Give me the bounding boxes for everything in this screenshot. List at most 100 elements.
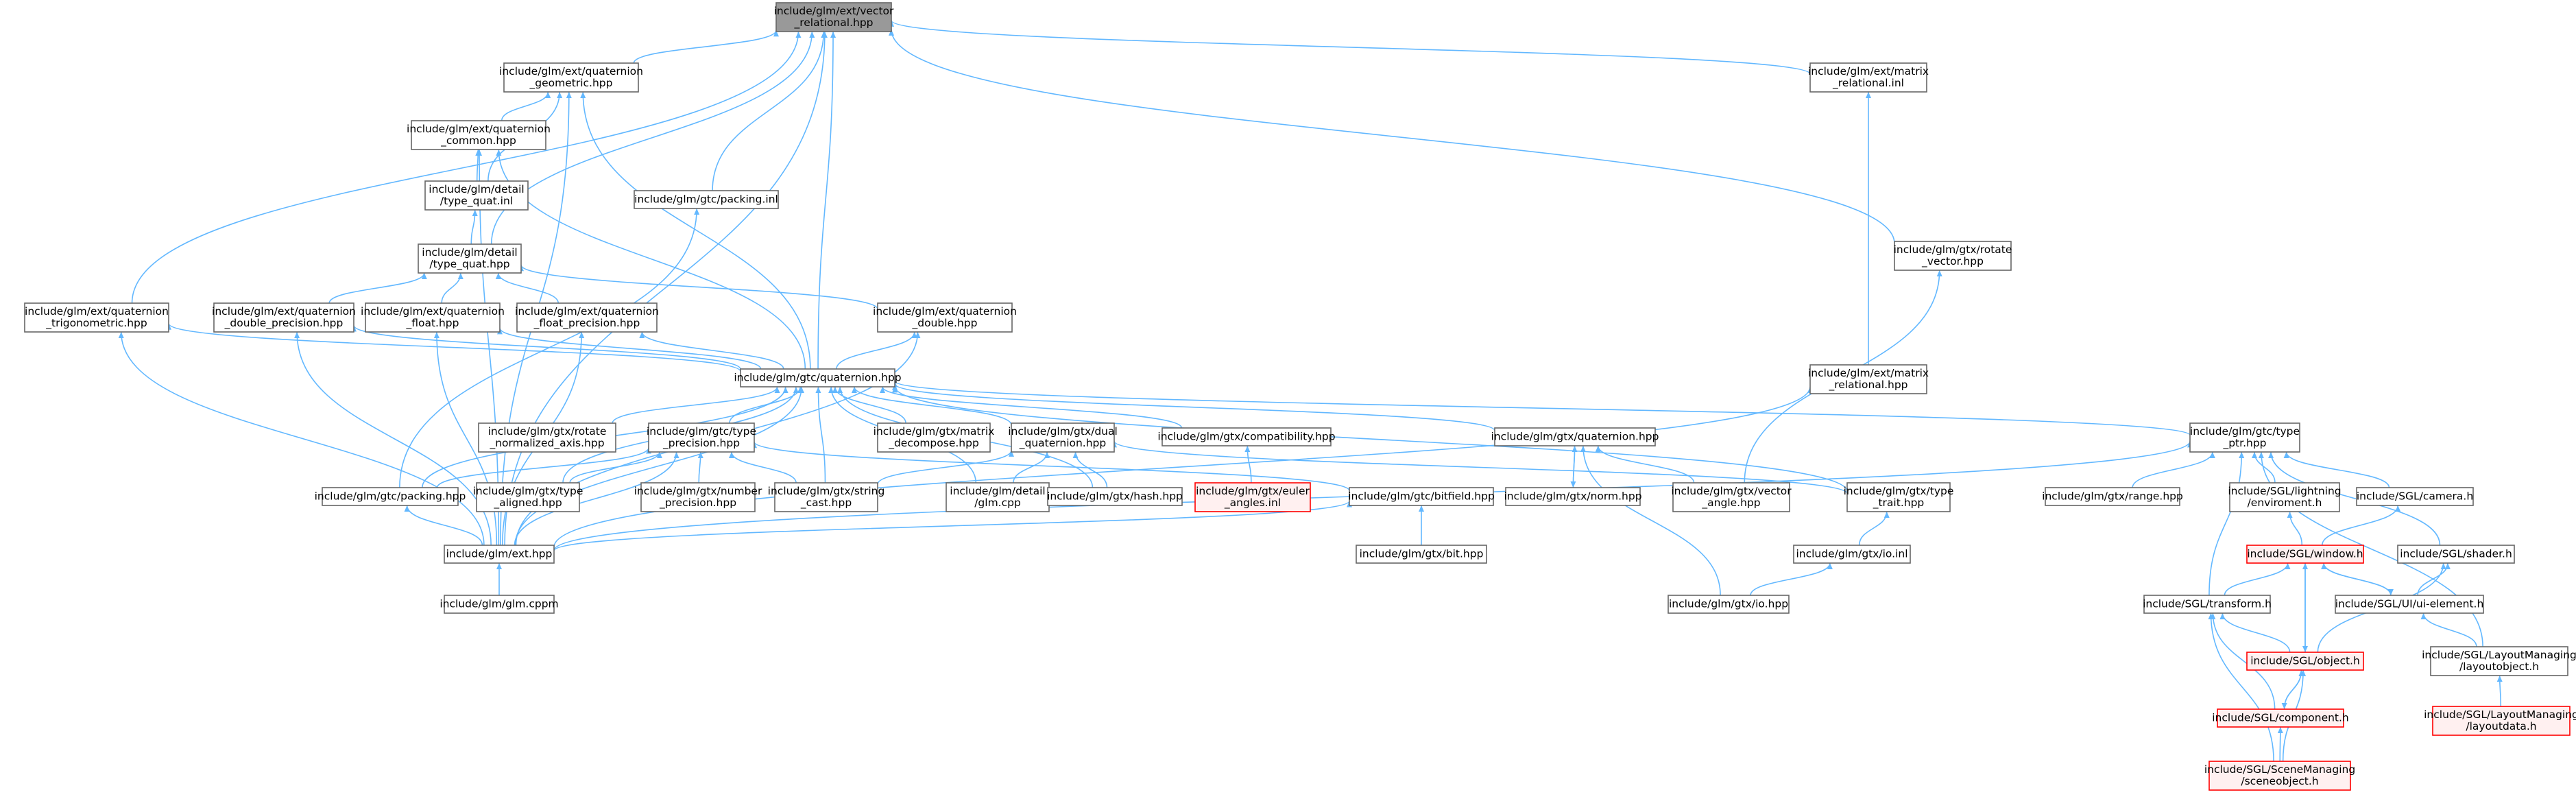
graph-node-quat_trig[interactable]: include/glm/ext/quaternion_trigonometric…	[24, 302, 169, 333]
node-box	[946, 482, 1050, 512]
dependency-edge-ext_hpp-to-quat_trig	[118, 331, 485, 546]
graph-node-type_quat_hpp[interactable]: include/glm/detail/type_quat.hpp	[418, 243, 522, 274]
graph-node-gtx_bit[interactable]: include/glm/gtx/bit.hpp	[1356, 545, 1487, 564]
dependency-edge-hash-to-dual_quaternion	[1072, 451, 1108, 488]
dependency-edge-type_quat_inl-to-quat_common	[475, 149, 481, 182]
graph-node-quat_geometric[interactable]: include/glm/ext/quaternion_geometric.hpp	[499, 62, 643, 93]
dependency-edge-layoutdata-to-layoutobject	[2496, 675, 2503, 707]
node-label: include/glm/ext/quaternion	[515, 305, 659, 318]
node-box	[2189, 422, 2300, 453]
node-box	[503, 62, 639, 93]
node-label: include/glm/gtc/quaternion.hpp	[734, 372, 901, 384]
graph-node-quat_double_prec[interactable]: include/glm/ext/quaternion_double_precis…	[212, 302, 356, 333]
node-box	[1809, 62, 1927, 93]
node-label: include/SGL/lightning	[2228, 485, 2341, 497]
node-label: _common.hpp	[440, 134, 516, 147]
node-box	[2246, 545, 2364, 564]
graph-node-gtc_type_ptr[interactable]: include/glm/gtc/type_ptr.hpp	[2189, 422, 2300, 453]
graph-node-gtx_quaternion[interactable]: include/glm/gtx/quaternion.hpp	[1491, 427, 1659, 446]
graph-node-packing_inl[interactable]: include/glm/gtc/packing.inl	[634, 190, 779, 209]
graph-node-lightning_env[interactable]: include/SGL/lightning/enviroment.h	[2228, 482, 2342, 512]
graph-node-range[interactable]: include/glm/gtx/range.hpp	[2042, 487, 2183, 506]
graph-node-quat_float_prec[interactable]: include/glm/ext/quaternion_float_precisi…	[515, 302, 659, 333]
dependency-edge-ext_hpp-to-gtc_type_precision	[514, 451, 679, 546]
dependency-edge-compatibility-to-gtc_quaternion	[880, 386, 1183, 429]
graph-node-compatibility[interactable]: include/glm/gtx/compatibility.hpp	[1157, 427, 1336, 446]
graph-node-gtc_quaternion[interactable]: include/glm/gtc/quaternion.hpp	[734, 368, 902, 387]
graph-node-glm_cppm[interactable]: include/glm/glm.cppm	[440, 595, 559, 614]
graph-node-norm[interactable]: include/glm/gtx/norm.hpp	[1504, 487, 1642, 506]
node-label: /glm.cpp	[974, 497, 1021, 509]
graph-node-layoutobject[interactable]: include/SGL/LayoutManaging/layoutobject.…	[2422, 646, 2576, 676]
dependency-edge-string_cast-to-gtc_type_precision	[728, 451, 797, 484]
dependency-edge-type_aligned-to-gtc_type_precision	[569, 451, 662, 484]
graph-node-gtc_packing_hpp[interactable]: include/glm/gtc/packing.hpp	[315, 487, 466, 506]
graph-node-sceneobject[interactable]: include/SGL/SceneManaging/sceneobject.h	[2204, 761, 2355, 791]
graph-node-ui_element[interactable]: include/SGL/UI/ui-element.h	[2335, 595, 2484, 614]
graph-node-type_aligned[interactable]: include/glm/gtx/type_aligned.hpp	[473, 482, 583, 512]
dependency-edge-bitfield-to-gtc_type_precision	[751, 441, 1350, 492]
node-label: include/glm/ext/quaternion	[499, 65, 643, 77]
node-label: include/glm/gtx/string	[768, 485, 885, 497]
node-label: include/glm/detail	[950, 485, 1045, 497]
node-label: include/glm/gtx/vector	[1671, 485, 1792, 497]
node-label: _quaternion.hpp	[1019, 437, 1107, 450]
node-label: include/glm/ext/vector	[774, 5, 894, 17]
graph-node-hash[interactable]: include/glm/gtx/hash.hpp	[1047, 487, 1183, 506]
node-label: _trait.hpp	[1873, 497, 1925, 510]
graph-node-layoutdata[interactable]: include/SGL/LayoutManaging/layoutdata.h	[2424, 706, 2576, 736]
node-label: include/SGL/window.h	[2247, 548, 2363, 560]
node-box	[1349, 487, 1494, 506]
graph-node-quat_common[interactable]: include/glm/ext/quaternion_common.hpp	[407, 120, 551, 150]
graph-node-quat_float[interactable]: include/glm/ext/quaternion_float.hpp	[361, 302, 505, 333]
node-box	[1356, 545, 1487, 564]
dependency-edge-gtc_quaternion-to-quat_common	[496, 149, 806, 370]
dependency-edge-glm_cpp-to-dual_quaternion	[1013, 451, 1050, 484]
node-label: _geometric.hpp	[529, 77, 613, 90]
graph-node-matrix_relational_hpp[interactable]: include/glm/ext/matrix_relational.hpp	[1808, 364, 1929, 394]
graph-node-vector_relational[interactable]: include/glm/ext/vector_relational.hpp	[774, 2, 894, 32]
graph-node-shader_h[interactable]: include/SGL/shader.h	[2397, 545, 2515, 564]
graph-node-rotate_vector[interactable]: include/glm/gtx/rotate_vector.hpp	[1894, 241, 2012, 271]
node-box	[1894, 241, 2012, 271]
graph-node-io_inl[interactable]: include/glm/gtx/io.inl	[1793, 545, 1911, 564]
node-box	[2208, 761, 2351, 791]
node-box	[2356, 487, 2474, 506]
graph-node-glm_cpp[interactable]: include/glm/detail/glm.cpp	[946, 482, 1050, 512]
graph-node-rotate_normalized[interactable]: include/glm/gtx/rotate_normalized_axis.h…	[478, 422, 616, 453]
graph-node-number_precision[interactable]: include/glm/gtx/number_precision.hpp	[634, 482, 762, 512]
graph-node-gtc_type_precision[interactable]: include/glm/gtc/type_precision.hpp	[647, 422, 756, 453]
graph-node-bitfield[interactable]: include/glm/gtc/bitfield.hpp	[1348, 487, 1495, 506]
node-box	[1809, 364, 1927, 394]
dependency-edge-matrix_decompose-to-gtc_quaternion	[832, 386, 906, 424]
node-label: _normalized_axis.hpp	[489, 437, 604, 450]
graph-node-vector_angle[interactable]: include/glm/gtx/vector_angle.hpp	[1671, 482, 1792, 512]
graph-node-quat_double[interactable]: include/glm/ext/quaternion_double.hpp	[873, 302, 1017, 333]
node-label: _angle.hpp	[1701, 497, 1760, 510]
dependency-edge-ext_hpp-to-gtc_packing_hpp	[404, 505, 483, 546]
graph-node-transform_h[interactable]: include/SGL/transform.h	[2143, 595, 2272, 614]
graph-node-type_trait[interactable]: include/glm/gtx/type_trait.hpp	[1844, 482, 1954, 512]
graph-node-matrix_relational_inl[interactable]: include/glm/ext/matrix_relational.inl	[1808, 62, 1929, 93]
dependency-edge-quat_float_prec-to-type_quat_hpp	[495, 272, 559, 304]
graph-node-ext_hpp[interactable]: include/glm/ext.hpp	[444, 545, 555, 564]
node-label: include/SGL/LayoutManaging	[2422, 649, 2576, 661]
graph-node-object_h[interactable]: include/SGL/object.h	[2246, 652, 2364, 671]
graph-node-euler_angles_inl[interactable]: include/glm/gtx/euler_angles.inl	[1194, 482, 1311, 512]
node-label: include/glm/glm.cppm	[440, 598, 558, 610]
graph-node-dual_quaternion[interactable]: include/glm/gtx/dual_quaternion.hpp	[1008, 422, 1118, 453]
dependency-edge-gtx_quaternion-to-gtc_quaternion	[892, 383, 1495, 431]
dependency-edge-gtc_quaternion-to-quat_trig	[166, 323, 741, 372]
graph-node-component_h[interactable]: include/SGL/component.h	[2212, 708, 2349, 728]
graph-node-matrix_decompose[interactable]: include/glm/gtx/matrix_decompose.hpp	[874, 422, 995, 453]
graph-node-window_h[interactable]: include/SGL/window.h	[2246, 545, 2364, 564]
node-label: include/glm/ext/quaternion	[361, 305, 505, 318]
node-label: include/glm/ext/matrix	[1808, 367, 1929, 379]
graph-node-type_quat_inl[interactable]: include/glm/detail/type_quat.inl	[424, 180, 529, 211]
graph-node-camera[interactable]: include/SGL/camera.h	[2356, 487, 2474, 506]
node-label: include/glm/gtx/range.hpp	[2042, 490, 2183, 503]
graph-node-string_cast[interactable]: include/glm/gtx/string_cast.hpp	[768, 482, 885, 512]
node-label: include/glm/gtx/rotate	[1894, 243, 2012, 256]
graph-node-io_hpp[interactable]: include/glm/gtx/io.hpp	[1668, 595, 1790, 614]
node-layer: include/glm/ext/vector_relational.hppinc…	[24, 2, 2576, 791]
